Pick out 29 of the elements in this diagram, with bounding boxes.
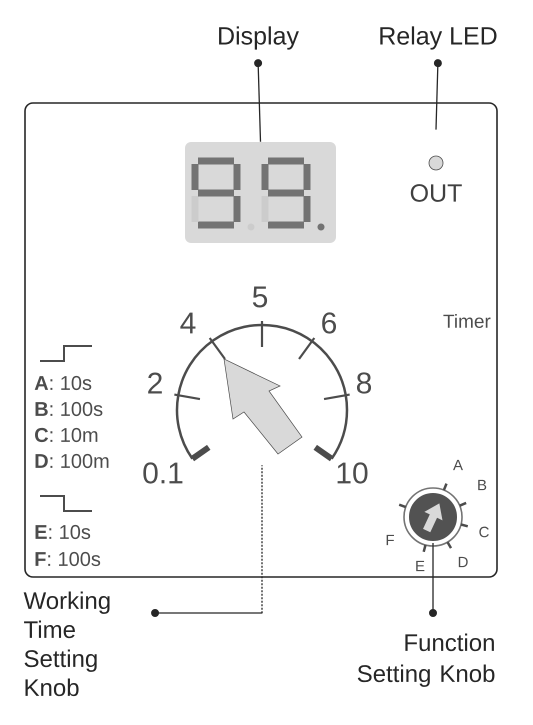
leader-label: Working Time Setting Knob xyxy=(24,592,110,696)
knob-letter: E xyxy=(416,560,424,572)
range-label: D: 100m xyxy=(36,454,108,468)
dial-number: 0.1 xyxy=(143,462,182,484)
leader-label: Relay LED xyxy=(380,26,497,50)
dial-number: 4 xyxy=(180,312,196,334)
range-label: C: 10m xyxy=(35,428,98,442)
knob-letter: C xyxy=(479,526,489,538)
knob-letter: A xyxy=(453,460,463,470)
function-knob xyxy=(398,483,468,552)
knob-letter: B xyxy=(478,480,486,490)
dial-number: 5 xyxy=(252,286,268,308)
range-label: E: 10s xyxy=(36,524,90,540)
leader-label: Display xyxy=(219,26,299,50)
leader-label: Function Setting Knob xyxy=(358,634,494,687)
leader-line xyxy=(429,543,437,617)
led-label: OUT xyxy=(410,184,462,202)
range-label: F: 100s xyxy=(36,552,100,566)
dial-number: 6 xyxy=(322,312,336,334)
leader-line xyxy=(151,465,263,617)
led-indicator xyxy=(428,156,444,170)
model-label: Timer xyxy=(443,314,490,328)
leader-line xyxy=(434,59,442,130)
range-label: B: 100s xyxy=(36,402,102,416)
range-label: A: 10s xyxy=(34,376,92,390)
knob-letter: D xyxy=(458,556,468,568)
dial-number: 10 xyxy=(338,462,368,484)
device-panel xyxy=(24,102,498,578)
leader-line xyxy=(254,59,262,142)
